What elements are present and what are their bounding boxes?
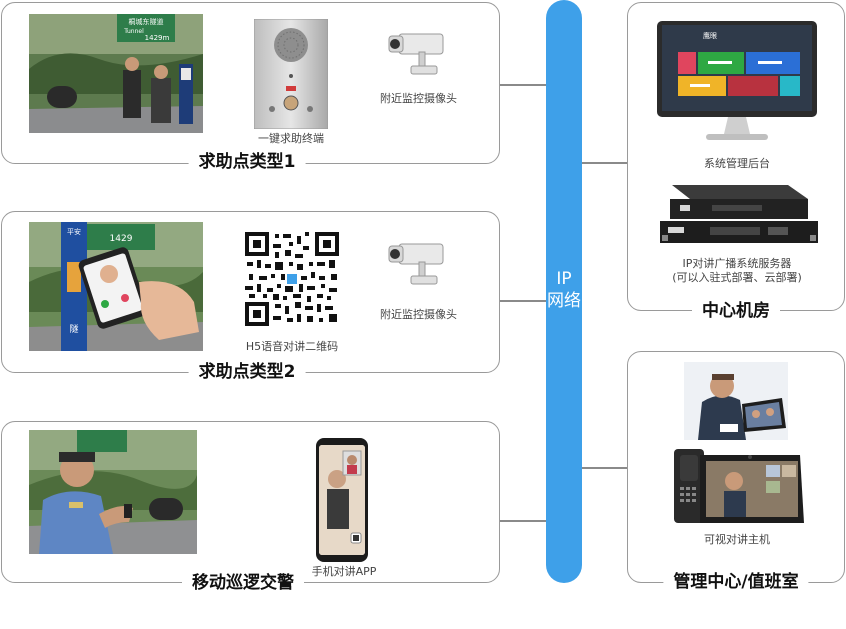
title-management-center: 管理中心/值班室 — [663, 571, 809, 593]
operator-video-photo — [684, 362, 788, 440]
ip-label: IP — [556, 269, 572, 289]
tunnel-photo-1: 桐城东隧道 Tunnel 1429m — [29, 14, 203, 133]
server-caption-1: IP对讲广播系统服务器 — [682, 257, 792, 270]
video-intercom-host — [674, 449, 804, 523]
video-host-caption: 可视对讲主机 — [704, 533, 770, 546]
admin-monitor: 鹰眼 — [657, 21, 817, 140]
qr-code-caption: H5语音对讲二维码 — [245, 340, 339, 353]
camera-caption-1: 附近监控摄像头 — [380, 92, 457, 105]
title-help-point-type1: 求助点类型1 — [188, 151, 306, 173]
network-label: 网络 — [547, 291, 581, 311]
screen-header: 鹰眼 — [703, 31, 717, 40]
connector-type1 — [499, 84, 546, 86]
connector-center — [582, 162, 628, 164]
title-center-machine-room: 中心机房 — [692, 300, 780, 322]
admin-backend-caption: 系统管理后台 — [704, 157, 770, 170]
sign-text-1: 桐城东隧道 — [129, 17, 164, 26]
server-caption-2: (可以入驻式部署、云部署) — [672, 271, 802, 284]
sign-text-3: 1429m — [145, 34, 170, 42]
ip-network-label: IP 网络 — [546, 268, 582, 312]
sign-text-2: Tunnel — [123, 28, 144, 35]
ip-network-bus — [546, 0, 582, 583]
app-caption: 手机对讲APP — [311, 565, 377, 578]
intercom-server-rack — [660, 185, 818, 243]
h5-intercom-qr-code — [245, 232, 339, 326]
one-touch-help-terminal — [254, 19, 328, 129]
traffic-police-photo — [29, 430, 197, 554]
camera-caption-2: 附近监控摄像头 — [380, 308, 457, 321]
sign2-text-3: 隧 — [69, 323, 78, 335]
sign2-text-2: 1429 — [110, 234, 133, 244]
title-mobile-patrol: 移动巡逻交警 — [182, 572, 304, 594]
surveillance-camera-icon — [388, 243, 444, 285]
connector-control — [582, 467, 628, 469]
help-terminal-caption: 一键求助终端 — [258, 132, 324, 145]
connector-patrol — [499, 520, 546, 522]
mobile-intercom-app-phone — [316, 438, 368, 562]
connector-type2 — [499, 300, 546, 302]
sign2-text-1: 平安 — [67, 227, 81, 236]
title-help-point-type2: 求助点类型2 — [188, 361, 306, 383]
surveillance-camera-icon — [388, 33, 444, 75]
phone-scan-photo: 1429 平安 隧 — [29, 222, 203, 351]
